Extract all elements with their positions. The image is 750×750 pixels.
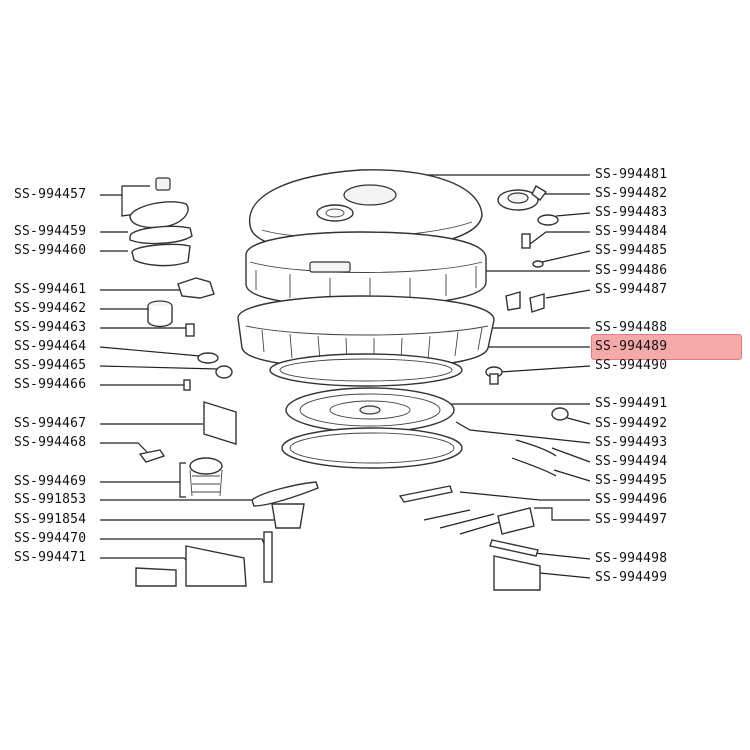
part-label[interactable]: SS-994491 bbox=[595, 396, 668, 411]
right-small-parts bbox=[398, 185, 569, 591]
part-label[interactable]: SS-994483 bbox=[595, 205, 668, 220]
part-label[interactable]: SS-994460 bbox=[14, 243, 87, 258]
part-label[interactable]: SS-994464 bbox=[14, 339, 87, 354]
part-label[interactable]: SS-994465 bbox=[14, 358, 87, 373]
part-label[interactable]: SS-994493 bbox=[595, 435, 668, 450]
part-label[interactable]: SS-994468 bbox=[14, 435, 87, 450]
part-label[interactable]: SS-994492 bbox=[595, 416, 668, 431]
part-label[interactable]: SS-991854 bbox=[14, 512, 87, 527]
part-label[interactable]: SS-994487 bbox=[595, 282, 668, 297]
part-label[interactable]: SS-994470 bbox=[14, 531, 87, 546]
part-label[interactable]: SS-994490 bbox=[595, 358, 668, 373]
part-label[interactable]: SS-994481 bbox=[595, 167, 668, 182]
part-label[interactable]: SS-994496 bbox=[595, 492, 668, 507]
part-label[interactable]: SS-994494 bbox=[595, 454, 668, 469]
part-label[interactable]: SS-994466 bbox=[14, 377, 87, 392]
part-label[interactable]: SS-994457 bbox=[14, 187, 87, 202]
part-label[interactable]: SS-994497 bbox=[595, 512, 668, 527]
part-label[interactable]: SS-994499 bbox=[595, 570, 668, 585]
left-small-parts bbox=[129, 177, 319, 587]
selected-part-highlight bbox=[591, 334, 742, 360]
part-label[interactable]: SS-994459 bbox=[14, 224, 87, 239]
part-label[interactable]: SS-994498 bbox=[595, 551, 668, 566]
part-label[interactable]: SS-994462 bbox=[14, 301, 87, 316]
part-label[interactable]: SS-994463 bbox=[14, 320, 87, 335]
part-label[interactable]: SS-994488 bbox=[595, 320, 668, 335]
part-label-selected[interactable]: SS-994489 bbox=[595, 339, 668, 354]
part-label[interactable]: SS-991853 bbox=[14, 492, 87, 507]
part-label[interactable]: SS-994485 bbox=[595, 243, 668, 258]
appliance-body bbox=[237, 169, 495, 469]
part-label[interactable]: SS-994461 bbox=[14, 282, 87, 297]
part-label[interactable]: SS-994486 bbox=[595, 263, 668, 278]
part-label[interactable]: SS-994469 bbox=[14, 474, 87, 489]
left-leader-lines bbox=[99, 185, 276, 563]
part-label[interactable]: SS-994471 bbox=[14, 550, 87, 565]
part-label[interactable]: SS-994484 bbox=[595, 224, 668, 239]
part-label[interactable]: SS-994467 bbox=[14, 416, 87, 431]
part-label[interactable]: SS-994482 bbox=[595, 186, 668, 201]
part-label[interactable]: SS-994495 bbox=[595, 473, 668, 488]
